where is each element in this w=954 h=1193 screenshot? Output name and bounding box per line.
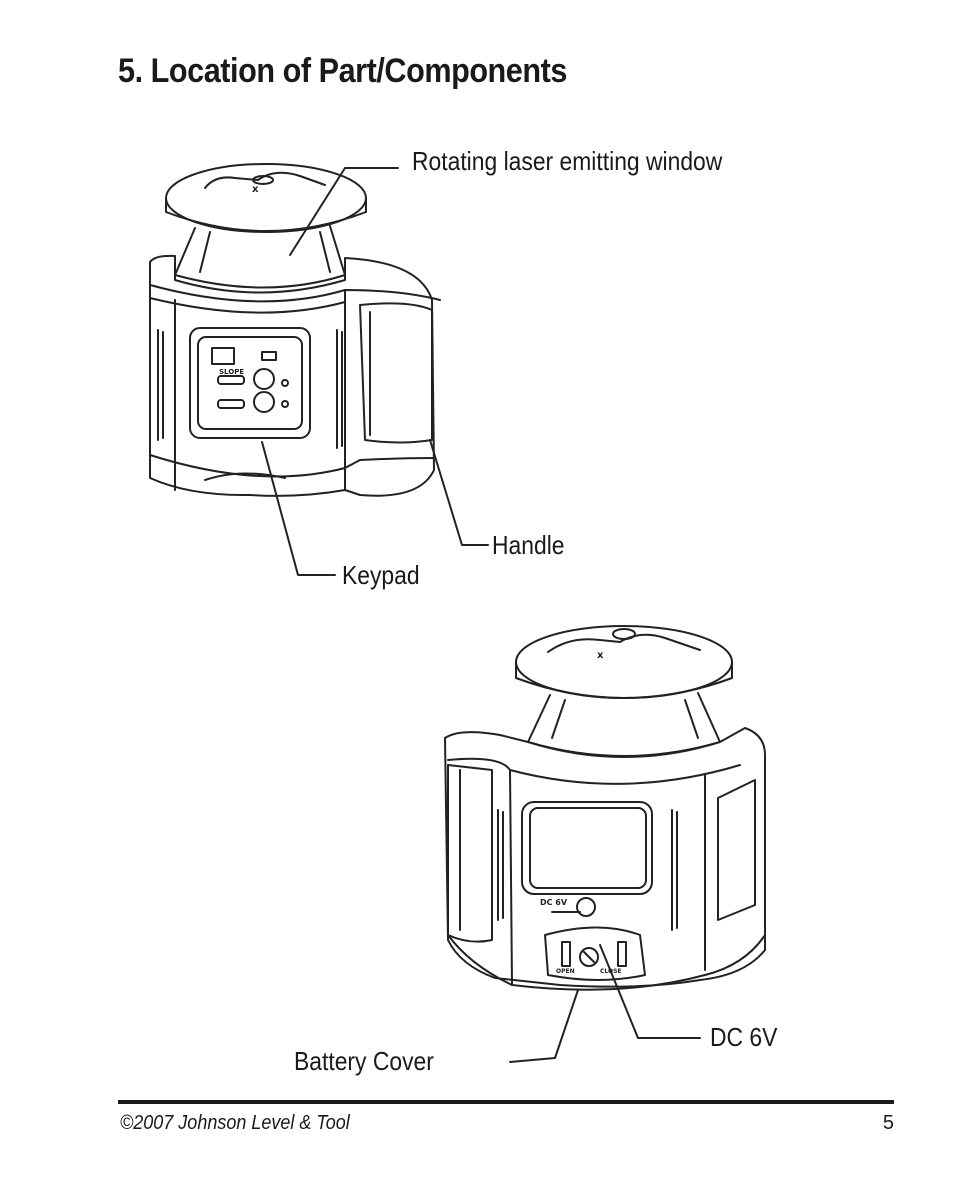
laser-window: [174, 225, 346, 289]
mode-button: [253, 391, 275, 413]
battery-latch: [579, 947, 599, 967]
callout-rotating-window: Rotating laser emitting window: [412, 146, 723, 176]
leader-keypad: [261, 441, 336, 576]
leader-handle: [429, 439, 489, 546]
callout-handle: Handle: [492, 530, 565, 560]
handle: [359, 302, 433, 444]
power-button: [253, 368, 275, 390]
callout-keypad: Keypad: [342, 560, 420, 590]
leader-dc: [599, 944, 701, 1039]
callout-dc-6v: DC 6V: [710, 1022, 778, 1052]
open-marking: OPEN: [556, 968, 575, 975]
footer-rule: [118, 1100, 894, 1104]
display: [211, 347, 235, 365]
footer-copyright: ©2007 Johnson Level & Tool: [120, 1112, 350, 1134]
leader-window: [289, 167, 399, 256]
top-x-marking: x: [252, 184, 259, 195]
dc-6v-marking: DC 6V: [540, 898, 568, 907]
callout-battery-cover: Battery Cover: [294, 1046, 434, 1076]
page-title: 5. Location of Part/Components: [118, 52, 567, 90]
page-number: 5: [882, 1112, 894, 1134]
keypad: [189, 327, 311, 439]
rear-window: [521, 801, 653, 895]
dc-6v-jack: [576, 897, 596, 917]
leader-battery: [509, 989, 579, 1063]
close-marking: CLOSE: [600, 968, 622, 975]
top-x-marking-rear: x: [597, 650, 604, 661]
slope-marking: SLOPE: [219, 368, 244, 376]
